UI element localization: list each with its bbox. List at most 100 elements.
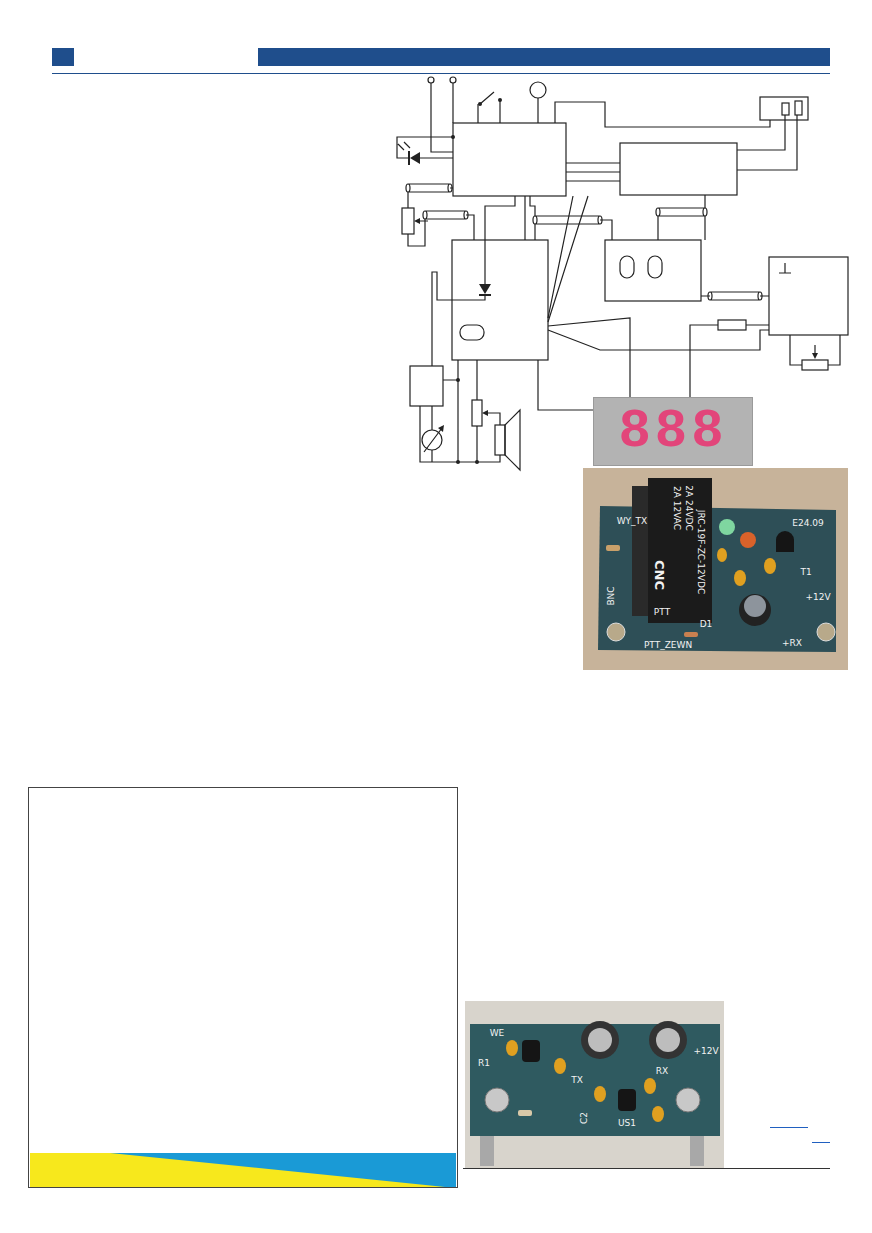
- capacitor: [717, 548, 727, 562]
- switch-contact: [498, 98, 502, 102]
- terminal-symbol: [428, 77, 434, 83]
- mounting-hole: [607, 623, 625, 641]
- seven-segment-display: 888: [593, 397, 753, 466]
- trimmer: [588, 1028, 612, 1052]
- panel-frame: [29, 788, 458, 1188]
- silkscreen-label: C2: [580, 1112, 590, 1124]
- capacitor: [594, 1086, 606, 1102]
- link-rule: [770, 1127, 808, 1128]
- photo-background: [465, 1001, 724, 1168]
- knob-symbol: [648, 256, 662, 278]
- silkscreen-label: 2A 12VAC: [671, 486, 681, 530]
- nut: [485, 1088, 509, 1112]
- jack-symbol: [530, 82, 546, 98]
- silkscreen-label: R1: [478, 1059, 490, 1069]
- resistor-symbol: [718, 320, 746, 330]
- connector-box: [760, 97, 808, 120]
- resistor-symbol: [402, 208, 414, 234]
- block-box: [605, 240, 701, 301]
- junction-dot: [475, 460, 479, 464]
- block-box: [453, 123, 566, 196]
- capacitor: [506, 1040, 518, 1056]
- speaker-symbol: [495, 425, 505, 455]
- resistor: [518, 1110, 532, 1116]
- block-box: [620, 143, 737, 195]
- wiper-arrow: [414, 218, 420, 224]
- relay: [648, 478, 712, 623]
- silkscreen-label: PTT_ZEWN: [644, 641, 692, 651]
- junction-dot: [456, 460, 460, 464]
- capacitor: [652, 1106, 664, 1122]
- mounting-hole: [817, 623, 835, 641]
- wiper-arrow: [438, 425, 444, 432]
- trimmer: [649, 1021, 687, 1059]
- speaker-symbol: [505, 410, 520, 470]
- silkscreen-label: T1: [800, 568, 811, 578]
- silkscreen-label: JRC-19F-ZC-12VDC: [695, 510, 705, 594]
- header-square: [52, 48, 74, 66]
- amplifier-box: [410, 366, 443, 406]
- link-rule: [812, 1142, 830, 1143]
- trimmer: [656, 1028, 680, 1052]
- trimmer: [581, 1021, 619, 1059]
- silkscreen-label: WE: [490, 1029, 505, 1039]
- resistor: [606, 545, 620, 551]
- resistor-symbol: [472, 400, 482, 426]
- silkscreen-label: PTT: [654, 608, 670, 618]
- footer-rule: [463, 1168, 830, 1169]
- capacitor: [764, 558, 776, 574]
- silkscreen-label: BNC: [607, 586, 617, 605]
- silkscreen-label: WY_TX: [617, 517, 648, 527]
- diode-symbol: [479, 294, 491, 296]
- led-symbol: [410, 152, 420, 164]
- header-bar: [258, 48, 830, 66]
- standoff: [690, 1132, 704, 1166]
- junction-dot: [456, 378, 460, 382]
- silkscreen-label: TX: [571, 1076, 583, 1086]
- junction-dot: [451, 135, 455, 139]
- silkscreen-label: 2A 24VDC: [683, 485, 693, 531]
- led: [719, 519, 735, 535]
- header-rule: [52, 73, 830, 74]
- led-symbol: [408, 151, 410, 165]
- knob-symbol: [460, 325, 484, 340]
- knob-symbol: [620, 256, 634, 278]
- silkscreen-label: RX: [656, 1067, 668, 1077]
- panel-band: [30, 1153, 445, 1187]
- electrolytic-capacitor: [744, 595, 766, 617]
- capacitor: [734, 570, 746, 586]
- relay-side: [632, 486, 650, 616]
- led: [740, 532, 756, 548]
- silkscreen-label: +12V: [693, 1047, 718, 1057]
- wiper-arrow: [482, 410, 488, 416]
- wiring: [397, 83, 840, 462]
- standoff: [480, 1132, 494, 1166]
- nut: [676, 1088, 700, 1112]
- capacitor: [644, 1078, 656, 1094]
- silkscreen-label: +12V: [805, 593, 830, 603]
- wiper-arrow: [812, 353, 818, 359]
- silkscreen-label: D1: [700, 620, 713, 630]
- resistor-symbol: [802, 360, 828, 370]
- transistor: [776, 531, 794, 552]
- silkscreen-label: US1: [618, 1119, 636, 1129]
- panel-band: [30, 1153, 456, 1187]
- block-box: [769, 257, 848, 335]
- switch-contact: [478, 102, 482, 106]
- display-digits: 888: [618, 401, 727, 462]
- electrolytic-capacitor: [739, 594, 771, 626]
- diode: [684, 632, 698, 637]
- silkscreen-label: E24.09: [792, 519, 823, 529]
- coax-cable: [406, 184, 762, 300]
- connector-pin: [782, 103, 789, 115]
- silkscreen-label: CNC: [652, 560, 666, 590]
- transistor: [522, 1040, 540, 1062]
- photo-background: [583, 468, 848, 670]
- diode-symbol: [479, 284, 491, 294]
- integrated-circuit: [618, 1089, 636, 1111]
